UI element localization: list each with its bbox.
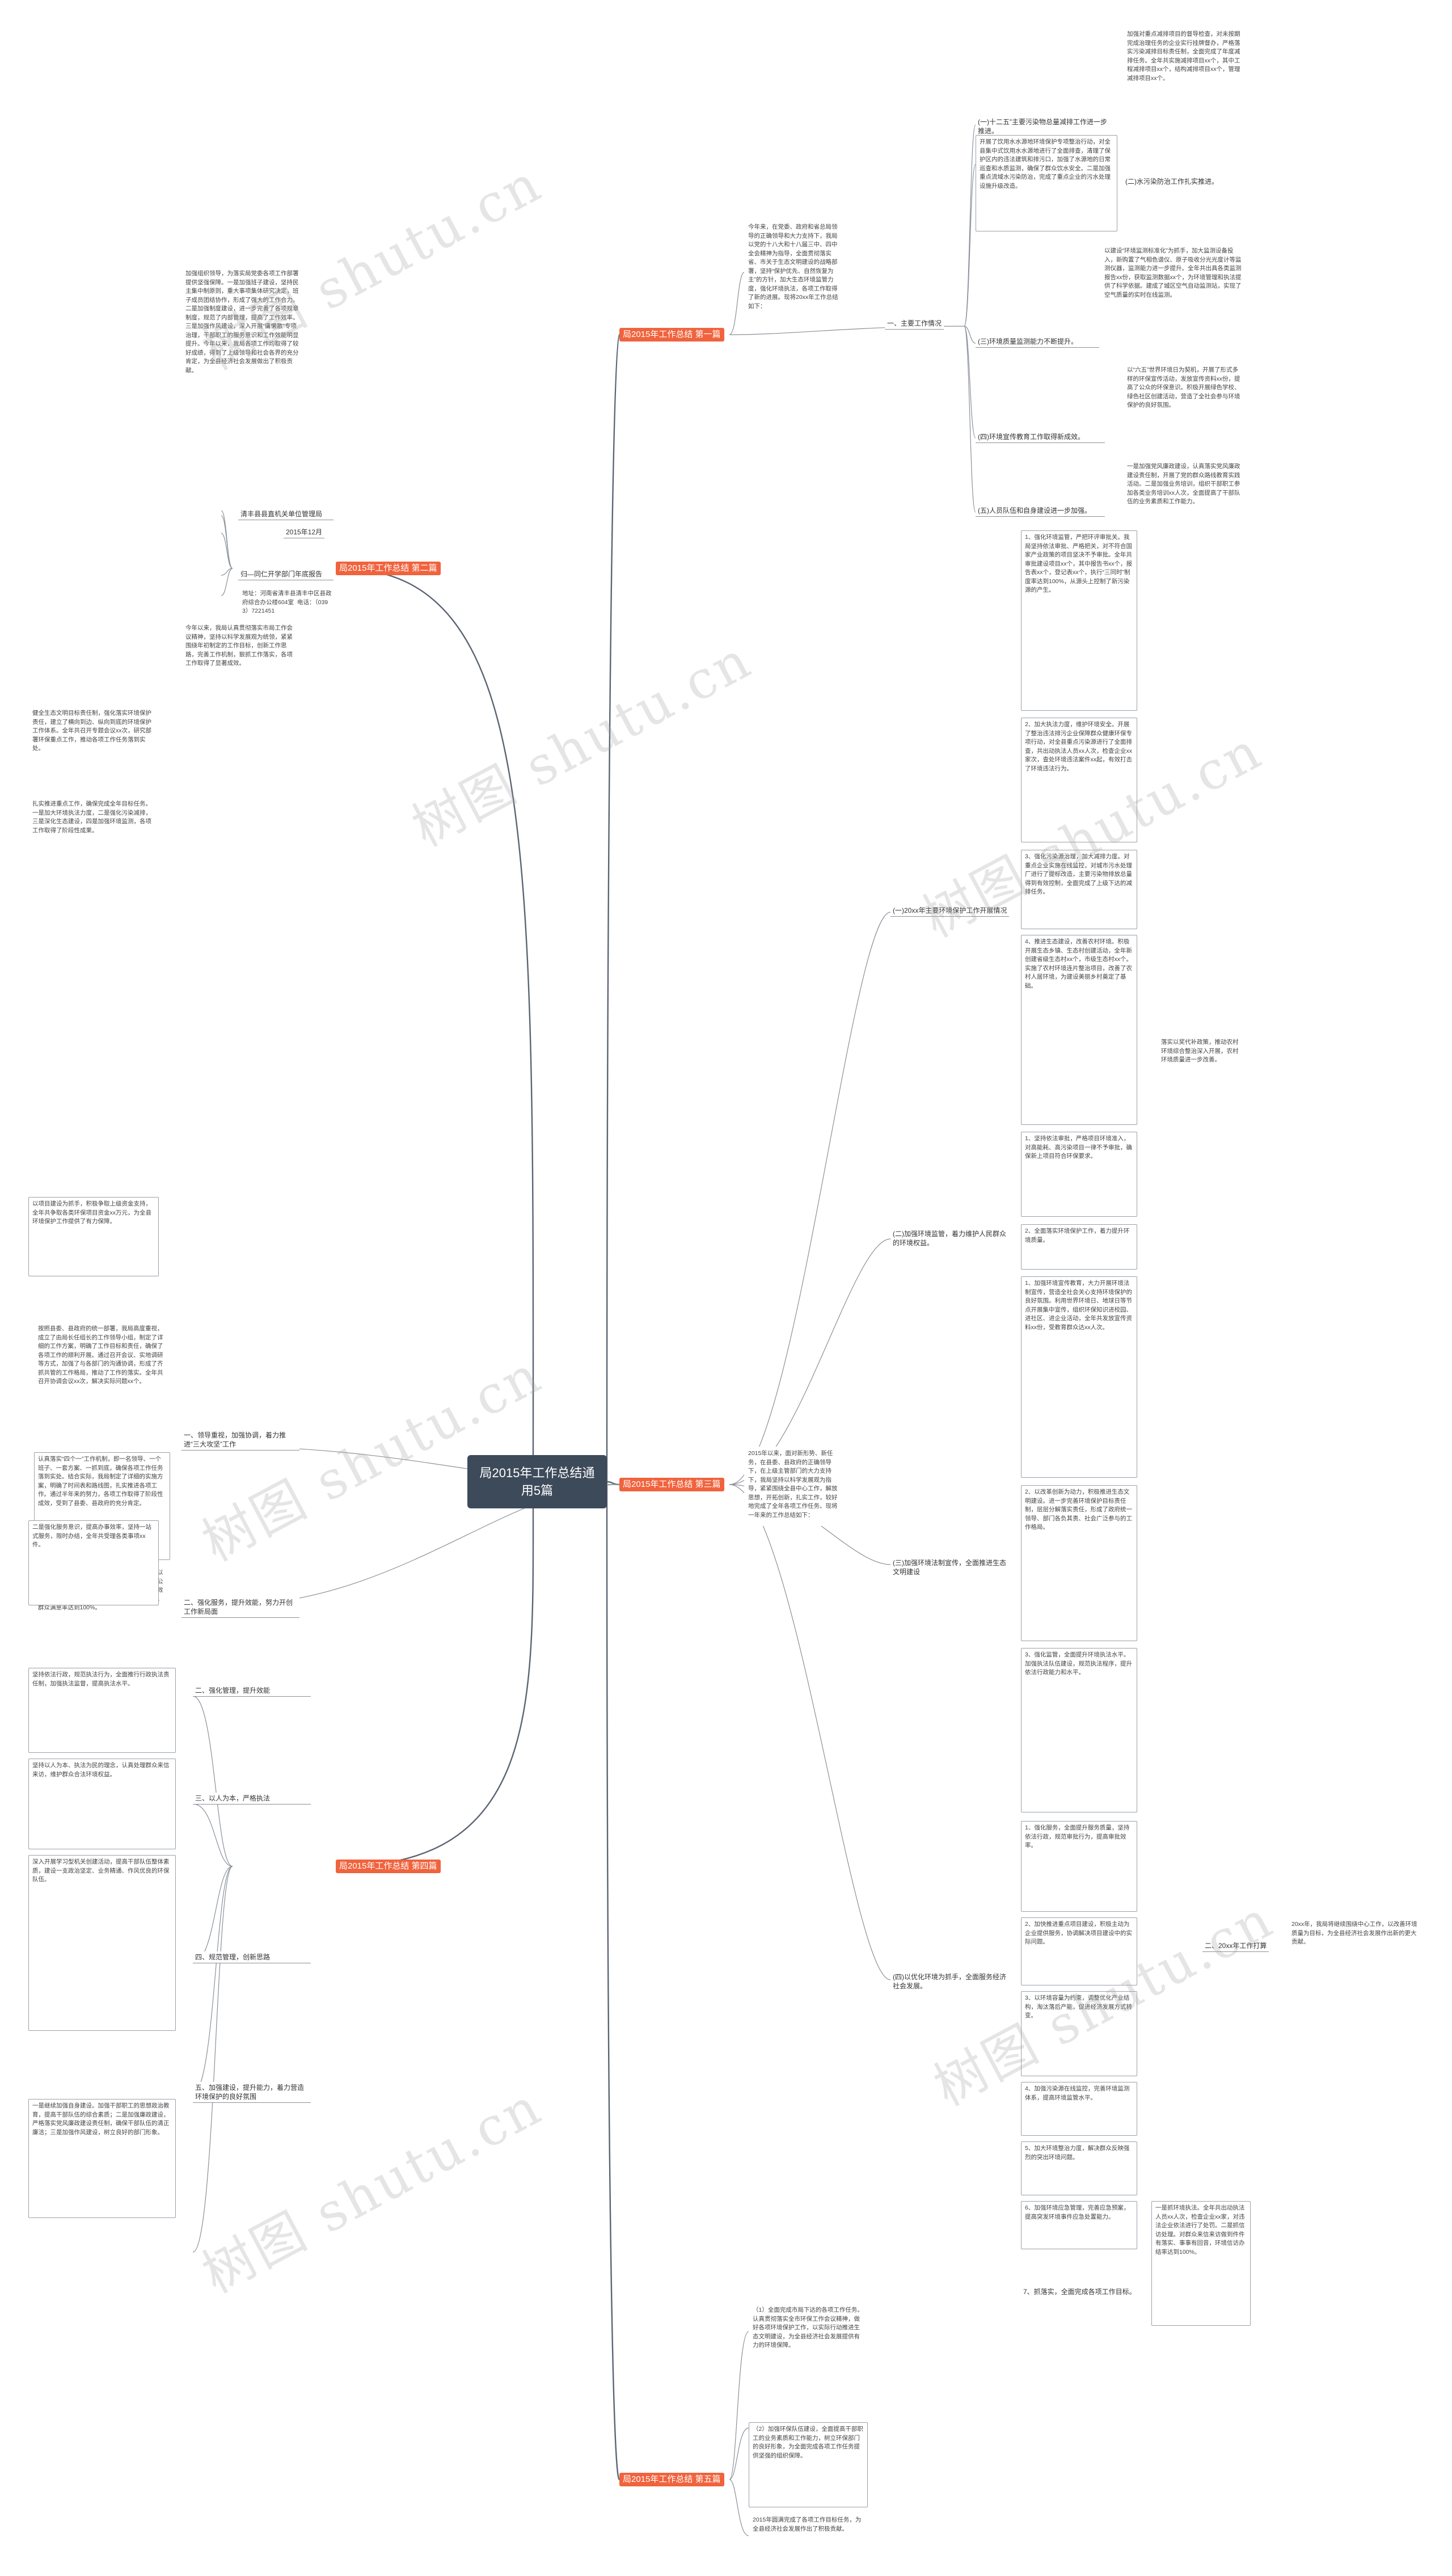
- b3-sub1-label[interactable]: (一)20xx年主要环境保护工作开展情况: [890, 905, 1010, 917]
- b4-left2-label[interactable]: 三、以人为本，严格执法: [193, 1793, 311, 1805]
- b1-sub1-2-label[interactable]: (二)水污染防治工作扎实推进。: [1123, 176, 1241, 187]
- link-b1-sub1-3: [964, 326, 976, 344]
- link-b4-1: [192, 1696, 233, 1867]
- b3-plan-label[interactable]: 二、20xx年工作打算: [1202, 1940, 1269, 1952]
- b4-text3: 扎实推进重点工作，确保完成全年目标任务。一是加大环境执法力度，二是强化污染减排，…: [28, 797, 159, 888]
- b4-text5: 二是强化服务意识，提高办事效率，坚持一站式服务，限时办结，全年共受理各类事项xx…: [28, 1520, 159, 1605]
- link-b5: [606, 1481, 621, 2481]
- b3-sub2-1: 1、坚持依法审批，严格项目环境准入，对高能耗、高污染项目一律不予审批，确保新上项…: [1021, 1132, 1137, 1217]
- b4-text4: 以项目建设为抓手，积极争取上级资金支持，全年共争取各类环保项目资金xx万元，为全…: [28, 1197, 159, 1276]
- link-b2: [340, 567, 534, 1456]
- b1-sub1-4-text: 以“六五”世界环境日为契机，开展了形式多样的环保宣传活动，发放宣传资料xx份，提…: [1123, 363, 1248, 447]
- b3-sub4-2: 2、加快推进重点项目建设，积极主动为企业提供服务，协调解决项目建设中的实际问题。: [1021, 1917, 1137, 1985]
- b4-left3-label[interactable]: 四、规范管理，创新思路: [193, 1951, 311, 1963]
- link-b3-sub4: [729, 1484, 891, 1980]
- b2-address: 地址：河南省清丰县清丰中区县政府综合办公楼604室 电话：（0393）72214…: [238, 587, 337, 621]
- link-b2-address: [221, 568, 233, 596]
- b1-sub1-label[interactable]: 一、主要工作情况: [885, 318, 944, 330]
- link-b1: [606, 334, 621, 1482]
- b2-org: 清丰县县直机关单位管理局: [238, 508, 334, 520]
- b4-left4-label[interactable]: 五、加强建设，提升能力，着力营造环境保护的良好氛围: [193, 2082, 311, 2103]
- b3-sub1-4: 4、推进生态建设，改善农村环境。积极开展生态乡镇、生态村创建活动，全年新创建省级…: [1021, 935, 1137, 1125]
- b1-sub1-3-text: 以建设“环境监测标准化”为抓手，加大监测设备投入，新购置了气相色谱仪、原子吸收分…: [1100, 244, 1248, 343]
- b3-sub1-4b: 落实以奖代补政策，推动农村环境综合整治深入开展，农村环境质量进一步改善。: [1157, 1035, 1248, 1103]
- b1-sub1-4-label[interactable]: (四)环境宣传教育工作取得新成效。: [976, 431, 1105, 443]
- central-topic[interactable]: 局2015年工作总结通用5篇: [467, 1455, 607, 1508]
- b5-text1: （1）全面完成市局下达的各项工作任务。认真贯彻落实全市环保工作会议精神，做好各项…: [749, 2303, 868, 2417]
- b2-date: 2015年12月: [284, 526, 325, 538]
- b2-text: 加强组织领导，为落实局党委各项工作部署提供坚强保障。一是加强班子建设，坚持民主集…: [182, 267, 303, 511]
- b3-sub3-3: 3、强化监管，全面提升环境执法水平。加强执法队伍建设，规范执法程序，提升依法行政…: [1021, 1648, 1137, 1812]
- b4-left1-text: 坚持依法行政，规范执法行为，全面推行行政执法责任制，加强执法监督，提高执法水平。: [28, 1668, 176, 1753]
- b1-intro-text: 今年来，在党委、政府和省总局领导的正确领导和大力支持下，我局以党的十八大和十八届…: [744, 220, 846, 327]
- link-b5-3: [729, 2479, 749, 2536]
- b4-text1: 今年以来，我局认真贯彻落实市局工作会议精神，坚持以科学发展观为统领，紧紧围绕年初…: [182, 621, 301, 701]
- b5-text3: 2015年圆满完成了各项工作目标任务，为全县经济社会发展作出了积极贡献。: [749, 2513, 868, 2558]
- b4-left3-text: 深入开展学习型机关创建活动，提高干部队伍整体素质，建设一支政治坚定、业务精通、作…: [28, 1855, 176, 2031]
- link-b1-sub1-5: [964, 326, 976, 513]
- link-b1-sub1-2: [964, 164, 976, 327]
- b4-left2-text: 坚持以人为本、执法为民的理念，认真处理群众来信来访，维护群众合法环境权益。: [28, 1759, 176, 1849]
- link-b1-intro: [729, 272, 745, 335]
- b4-text2: 健全生态文明目标责任制，强化落实环境保护责任，建立了横向到边、纵向到底的环境保护…: [28, 706, 159, 786]
- link-b4-4: [192, 1866, 233, 2094]
- branch-3[interactable]: 局2015年工作总结 第三篇: [619, 1478, 724, 1491]
- b3-left1-label[interactable]: 一、领导重视，加强协调，着力推进“三大攻坚”工作: [182, 1430, 299, 1451]
- link-b3-sub1: [729, 912, 891, 1485]
- link-b4-2: [192, 1803, 233, 1867]
- b3-sub3-1: 1、加强环境宣传教育，大力开展环境法制宣传，营造全社会关心支持环境保护的良好氛围…: [1021, 1276, 1137, 1478]
- b3-sub4-1: 1、强化服务，全面提升服务质量，坚持依法行政，规范审批行为，提高审批效率。: [1021, 1821, 1137, 1912]
- b3-sub4-4: 4、加强污染源在线监控，完善环境监测体系，提高环境监管水平。: [1021, 2082, 1137, 2136]
- b1-sub1-5-text: 一是加强党风廉政建设，认真落实党风廉政建设责任制，开展了党的群众路线教育实践活动…: [1123, 459, 1248, 519]
- b1-sub1-1-label[interactable]: (一)十二五”主要污染物总量减排工作进一步推进。: [976, 116, 1111, 137]
- link-b2-date: [221, 533, 233, 569]
- b1-sub1-3-label[interactable]: (三)环境质量监测能力不断提升。: [976, 336, 1099, 348]
- b3-sub3-2: 2、以改革创新为动力，积极推进生态文明建设。进一步完善环境保护目标责任制，层层分…: [1021, 1485, 1137, 1641]
- b3-sub4-7: 7、抓落实，全面完成各项工作目标。: [1021, 2286, 1142, 2297]
- b1-sub1-5-label[interactable]: (五)人员队伍和自身建设进一步加强。: [976, 505, 1105, 517]
- link-b4-5: [192, 1866, 233, 2253]
- branch-5[interactable]: 局2015年工作总结 第五篇: [619, 2473, 724, 2486]
- b3-intro-text: 2015年以来，面对新形势、新任务，在县委、县政府的正确领导下，在上级主管部门的…: [744, 1447, 846, 1526]
- link-b1-sub1-1: [964, 124, 976, 327]
- b5-text2: （2）加强环保队伍建设，全面提高干部职工的业务素质和工作能力，树立环保部门的良好…: [749, 2422, 868, 2507]
- b1-sub1-1-text: 加强对重点减排项目的督导检查，对未按期完成治理任务的企业实行挂牌督办，严格落实污…: [1123, 27, 1248, 128]
- b1-sub1-2-text: 开展了饮用水水源地环境保护专项整治行动，对全县集中式饮用水水源地进行了全面排查，…: [976, 135, 1117, 231]
- link-b5-2: [729, 2427, 749, 2480]
- b3-sub4-7-text: 一是抓环境执法。全年共出动执法人员xx人次，检查企业xx家，对违法企业依法进行了…: [1151, 2201, 1251, 2326]
- b3-summary: 20xx年，我局将继续围绕中心工作，以改善环境质量为目标，为全县经济社会发展作出…: [1288, 1917, 1424, 1951]
- b3-sub4-3: 3、以环境容量为约束，调整优化产业结构，淘汰落后产能，促进经济发展方式转变。: [1021, 1991, 1137, 2076]
- b3-sub4-label[interactable]: (四)以优化环境为抓手，全面服务经济社会发展。: [890, 1971, 1008, 1992]
- branch-2[interactable]: 局2015年工作总结 第二篇: [336, 562, 441, 575]
- b3-sub1-1: 1、强化环境监管，严把环评审批关。我局坚持依法审批、严格把关，对不符合国家产业政…: [1021, 530, 1137, 711]
- b4-left1-label[interactable]: 二、强化管理，提升效能: [193, 1685, 311, 1697]
- link-b4-3: [192, 1866, 233, 1963]
- b3-sub1-2: 2、加大执法力度，维护环境安全。开展了整治违法排污企业保障群众健康环保专项行动，…: [1021, 718, 1137, 842]
- b2-report: 归—同仁开学部门年底报告: [238, 568, 334, 580]
- link-b1-sub1-4: [964, 326, 976, 439]
- b3-sub1-3: 3、强化污染源治理，加大减排力度。对重点企业实施在线监控，对城市污水处理厂进行了…: [1021, 850, 1137, 929]
- link-b5-1: [729, 2331, 749, 2480]
- link-b4: [340, 1508, 534, 1867]
- b3-sub4-6: 6、加强环境应急管理，完善应急预案，提高突发环境事件应急处置能力。: [1021, 2201, 1137, 2249]
- branch-4[interactable]: 局2015年工作总结 第四篇: [336, 1860, 441, 1873]
- b3-sub2-label[interactable]: (二)加强环境监管，着力维护人民群众的环境权益。: [890, 1228, 1008, 1249]
- b3-sub2-2: 2、全面落实环境保护工作，着力提升环境质量。: [1021, 1224, 1137, 1270]
- b3-sub3-label[interactable]: (三)加强环境法制宣传，全面推进生态文明建设: [890, 1557, 1008, 1578]
- b3-left1-text: 按照县委、县政府的统一部署，我局高度重视，成立了由局长任组长的工作领导小组，制定…: [34, 1322, 170, 1447]
- b4-left5-text: 一是继续加强自身建设。加强干部职工的思想政治教育，提高干部队伍的综合素质；二是加…: [28, 2099, 176, 2218]
- b3-left2-label[interactable]: 二、强化服务，提升效能，努力开创工作新局面: [182, 1597, 299, 1618]
- link-b2-org: [221, 515, 233, 569]
- b3-sub4-5: 5、加大环境整治力度，解决群众反映强烈的突出环境问题。: [1021, 2141, 1137, 2195]
- branch-1[interactable]: 局2015年工作总结 第一篇: [619, 328, 724, 342]
